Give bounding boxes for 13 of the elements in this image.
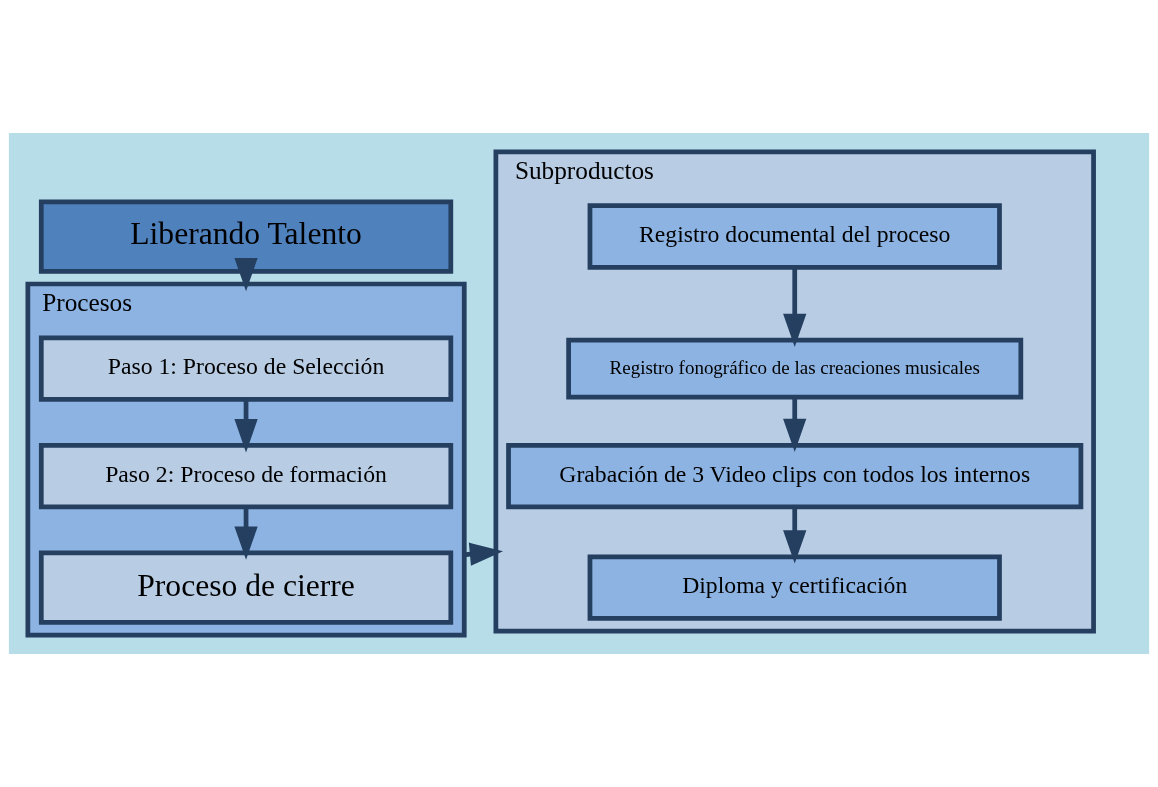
arrow [783, 268, 807, 348]
node-box: Registro fonográfico de las creaciones musicales [566, 337, 1024, 400]
node-box: Grabación de 3 Video clips con todos los internos [506, 442, 1084, 510]
arrow [234, 399, 258, 453]
arrow [783, 397, 807, 452]
node-box: Diploma y certificación [587, 554, 1002, 621]
arrow [783, 507, 807, 564]
node-box: Paso 1: Proceso de Selección [38, 335, 454, 402]
node-box: Proceso de cierre [38, 550, 454, 625]
node-box: Paso 2: Proceso de formación [38, 442, 454, 510]
node-box: Registro documental del proceso [587, 203, 1002, 270]
arrow [234, 507, 258, 560]
arrow [234, 257, 258, 292]
